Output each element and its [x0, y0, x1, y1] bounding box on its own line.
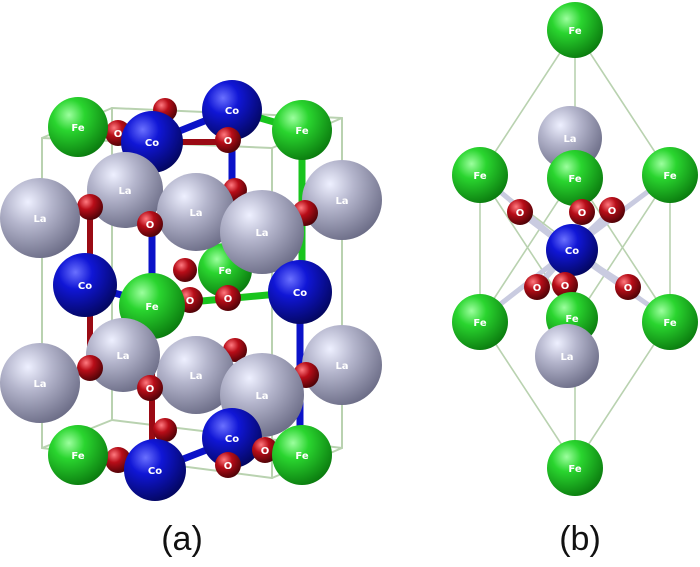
- atom-label: O: [186, 296, 195, 307]
- cell-edge: [574, 29, 671, 176]
- atom-label: Fe: [568, 26, 581, 37]
- atom-label: La: [189, 208, 202, 219]
- atom-label: O: [224, 136, 233, 147]
- atom-co: Co: [268, 260, 332, 324]
- atom-label: La: [33, 379, 46, 390]
- atom-o: [173, 258, 197, 282]
- atom-o: O: [215, 452, 241, 478]
- atom-la: La: [535, 324, 599, 388]
- atom-label: Fe: [295, 451, 308, 462]
- atom-o: [153, 418, 177, 442]
- atom-fe: Fe: [547, 2, 603, 58]
- atom-label: Fe: [218, 266, 231, 277]
- atom-label: Fe: [565, 314, 578, 325]
- atom-label: Fe: [663, 318, 676, 329]
- atom-la: La: [157, 173, 235, 251]
- atom-label: Fe: [145, 302, 158, 313]
- atom-label: Fe: [568, 464, 581, 475]
- atom-o: O: [569, 199, 595, 225]
- atom-o: O: [552, 272, 578, 298]
- atom-o: O: [615, 274, 641, 300]
- atom-fe: Fe: [547, 150, 603, 206]
- atom-fe: Fe: [48, 97, 108, 157]
- atom-o: O: [215, 127, 241, 153]
- atom-fe: Fe: [642, 147, 698, 203]
- atom-o: [77, 194, 103, 220]
- atom-label: La: [33, 214, 46, 225]
- atom-o: O: [137, 375, 163, 401]
- atom-label: Co: [225, 434, 239, 445]
- atom-la: La: [0, 178, 80, 258]
- atom-label: O: [608, 206, 617, 217]
- atom-o: [77, 355, 103, 381]
- atom-label: La: [560, 352, 573, 363]
- cell-edge: [479, 29, 576, 176]
- atom-label: La: [189, 371, 202, 382]
- atom-label: O: [114, 129, 123, 140]
- atom-label: Co: [145, 138, 159, 149]
- atom-o: O: [507, 199, 533, 225]
- atom-o: O: [524, 274, 550, 300]
- atom-co: Co: [202, 80, 262, 140]
- atom-la: La: [86, 318, 160, 392]
- panel-b-label: (b): [559, 520, 601, 558]
- atom-label: La: [335, 361, 348, 372]
- atom-label: La: [335, 196, 348, 207]
- atom-la: La: [220, 190, 304, 274]
- atom-label: O: [533, 283, 542, 294]
- atom-o: O: [215, 285, 241, 311]
- atom-la: La: [87, 152, 163, 228]
- atom-o: O: [252, 437, 278, 463]
- cell-edge: [574, 174, 671, 321]
- atom-la: La: [302, 160, 382, 240]
- atom-label: O: [578, 208, 587, 219]
- atom-label: Co: [148, 466, 162, 477]
- atom-label: Fe: [71, 123, 84, 134]
- atom-label: O: [146, 220, 155, 231]
- atom-fe: Fe: [48, 425, 108, 485]
- atom-fe: Fe: [547, 440, 603, 496]
- atom-label: Fe: [71, 451, 84, 462]
- atom-label: O: [624, 283, 633, 294]
- atom-label: Fe: [473, 318, 486, 329]
- atom-co: Co: [53, 253, 117, 317]
- atom-co: Co: [546, 224, 598, 276]
- atom-o: O: [599, 197, 625, 223]
- atom-label: Fe: [295, 126, 308, 137]
- atom-label: La: [255, 228, 268, 239]
- atom-fe: Fe: [272, 100, 332, 160]
- atom-label: O: [261, 446, 270, 457]
- atom-label: Fe: [663, 171, 676, 182]
- atom-label: La: [255, 391, 268, 402]
- atom-co: Co: [202, 408, 262, 468]
- atom-o: O: [137, 211, 163, 237]
- atom-fe: Fe: [642, 294, 698, 350]
- atom-fe: Fe: [272, 425, 332, 485]
- atom-label: Co: [225, 106, 239, 117]
- atom-la: La: [157, 336, 235, 414]
- atom-label: La: [563, 134, 576, 145]
- atom-co: Co: [124, 439, 186, 501]
- atom-la: La: [302, 325, 382, 405]
- atom-label: Co: [78, 281, 92, 292]
- atom-fe: Fe: [452, 147, 508, 203]
- atom-label: Co: [293, 288, 307, 299]
- atom-label: O: [516, 208, 525, 219]
- atom-label: O: [224, 294, 233, 305]
- panel-a-label: (a): [161, 520, 203, 558]
- atom-label: O: [146, 384, 155, 395]
- atom-label: O: [561, 281, 570, 292]
- atom-label: Fe: [473, 171, 486, 182]
- atom-label: O: [224, 461, 233, 472]
- atom-label: La: [116, 351, 129, 362]
- atom-la: La: [0, 343, 80, 423]
- atom-label: La: [118, 186, 131, 197]
- atom-label: Fe: [568, 174, 581, 185]
- atom-label: Co: [565, 246, 579, 257]
- atom-fe: Fe: [452, 294, 508, 350]
